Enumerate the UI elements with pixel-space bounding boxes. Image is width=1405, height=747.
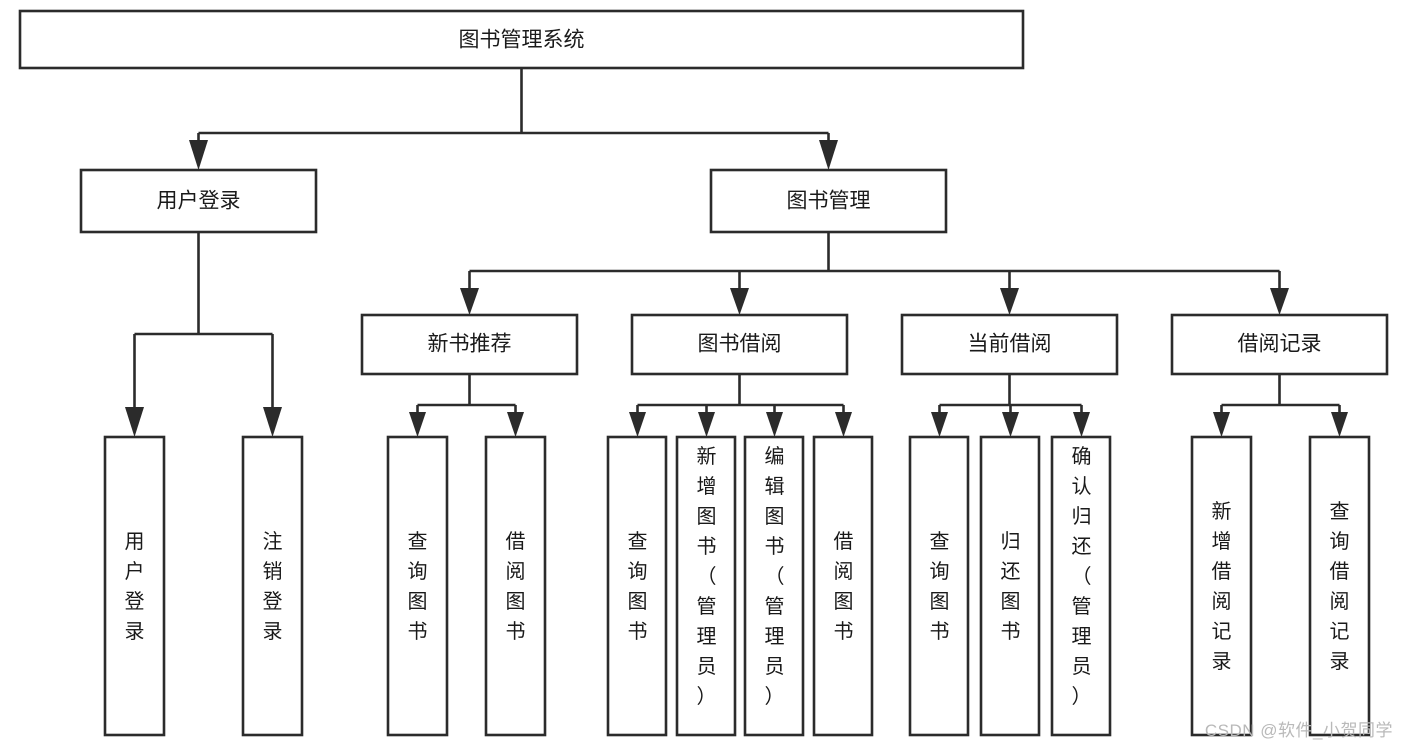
leaf-label-query-book-1: 查询图书 bbox=[408, 530, 428, 643]
leaf-box-add-book-admin[interactable] bbox=[675, 435, 737, 737]
current-borrow-box[interactable] bbox=[900, 313, 1119, 376]
leaf-box-query-book-3[interactable] bbox=[908, 435, 970, 737]
leaf-label-edit-book-admin: 编辑图书（管理员） bbox=[765, 445, 785, 708]
book-borrow-label: 图书借阅 bbox=[698, 333, 782, 356]
arrow-leaf-borrow-book-1 bbox=[507, 412, 524, 437]
arrow-leaf-query-book-3 bbox=[931, 412, 948, 437]
leaf-box-borrow-book-1[interactable] bbox=[484, 435, 547, 737]
leaf-box-borrow-book-2[interactable] bbox=[812, 435, 874, 737]
arrow-new-book-recommend bbox=[460, 288, 479, 315]
node-borrow-records[interactable]: 借阅记录 bbox=[1170, 313, 1389, 376]
leaf-label-layer: 用户登录 注销登录 查询图书 借阅图书 查询图书 新增图书（管理员） 编辑图书（… bbox=[125, 445, 1350, 708]
root-label: 图书管理系统 bbox=[459, 29, 585, 52]
leaf-layer bbox=[103, 435, 1371, 737]
leaf-label-return-book: 归还图书 bbox=[1001, 530, 1021, 643]
new-book-recommend-box[interactable] bbox=[360, 313, 579, 376]
node-current-borrow[interactable]: 当前借阅 bbox=[900, 313, 1119, 376]
arrow-current-borrow bbox=[1000, 288, 1019, 315]
leaf-label-borrow-book-1: 借阅图书 bbox=[506, 530, 526, 643]
leaf-label-query-book-3: 查询图书 bbox=[930, 530, 950, 643]
book-management-label: 图书管理 bbox=[787, 190, 871, 213]
book-borrow-box[interactable] bbox=[630, 313, 849, 376]
leaf-box-confirm-return-admin[interactable] bbox=[1050, 435, 1112, 737]
leaf-label-query-borrow-record: 查询借阅记录 bbox=[1330, 500, 1350, 673]
leaf-label-user-logout: 注销登录 bbox=[263, 530, 283, 643]
leaf-box-return-book[interactable] bbox=[979, 435, 1041, 737]
arrow-leaf-query-borrow-record bbox=[1331, 412, 1348, 437]
book-management-box[interactable] bbox=[709, 168, 948, 234]
leaf-box-query-book-2[interactable] bbox=[606, 435, 668, 737]
node-user-login[interactable]: 用户登录 bbox=[79, 168, 318, 234]
borrow-records-box[interactable] bbox=[1170, 313, 1389, 376]
root-box[interactable] bbox=[18, 9, 1025, 70]
leaf-box-user-logout[interactable] bbox=[241, 435, 304, 737]
leaf-label-user-login: 用户登录 bbox=[125, 531, 145, 643]
leaf-box-user-login[interactable] bbox=[103, 435, 166, 737]
leaf-label-query-book-2: 查询图书 bbox=[628, 530, 648, 643]
arrow-leaf-edit-book-admin bbox=[766, 412, 783, 437]
leaf-label-borrow-book-2: 借阅图书 bbox=[834, 530, 854, 643]
leaf-box-add-borrow-record[interactable] bbox=[1190, 435, 1253, 737]
leaf-box-edit-book-admin[interactable] bbox=[743, 435, 805, 737]
leaf-label-add-borrow-record: 新增借阅记录 bbox=[1212, 500, 1232, 673]
current-borrow-label: 当前借阅 bbox=[968, 333, 1052, 356]
arrow-book-management bbox=[819, 140, 838, 170]
arrow-leaf-confirm-return-admin bbox=[1073, 412, 1090, 437]
arrow-leaf-user-logout bbox=[263, 407, 282, 437]
borrow-records-label: 借阅记录 bbox=[1238, 333, 1322, 356]
arrow-leaf-query-book-1 bbox=[409, 412, 426, 437]
user-login-label: 用户登录 bbox=[157, 190, 241, 213]
node-root[interactable]: 图书管理系统 bbox=[18, 9, 1025, 70]
arrow-leaf-user-login bbox=[125, 407, 144, 437]
arrow-borrow-records bbox=[1270, 288, 1289, 315]
arrow-leaf-borrow-book-2 bbox=[835, 412, 852, 437]
arrow-leaf-return-book bbox=[1002, 412, 1019, 437]
leaf-label-add-book-admin: 新增图书（管理员） bbox=[697, 445, 717, 708]
node-book-management[interactable]: 图书管理 bbox=[709, 168, 948, 234]
connector-layer bbox=[125, 68, 1348, 437]
arrow-leaf-query-book-2 bbox=[629, 412, 646, 437]
arrow-book-borrow bbox=[730, 288, 749, 315]
node-new-book-recommend[interactable]: 新书推荐 bbox=[360, 313, 579, 376]
arrow-user-login bbox=[189, 140, 208, 170]
leaf-box-query-borrow-record[interactable] bbox=[1308, 435, 1371, 737]
leaf-box-query-book-1[interactable] bbox=[386, 435, 449, 737]
arrow-leaf-add-book-admin bbox=[698, 412, 715, 437]
arrow-leaf-add-borrow-record bbox=[1213, 412, 1230, 437]
csdn-watermark: CSDN @软件_小贺同学 bbox=[1204, 721, 1393, 740]
new-book-recommend-label: 新书推荐 bbox=[428, 333, 512, 356]
leaf-label-confirm-return-admin: 确认归还（管理员） bbox=[1072, 445, 1092, 708]
node-book-borrow[interactable]: 图书借阅 bbox=[630, 313, 849, 376]
user-login-box[interactable] bbox=[79, 168, 318, 234]
